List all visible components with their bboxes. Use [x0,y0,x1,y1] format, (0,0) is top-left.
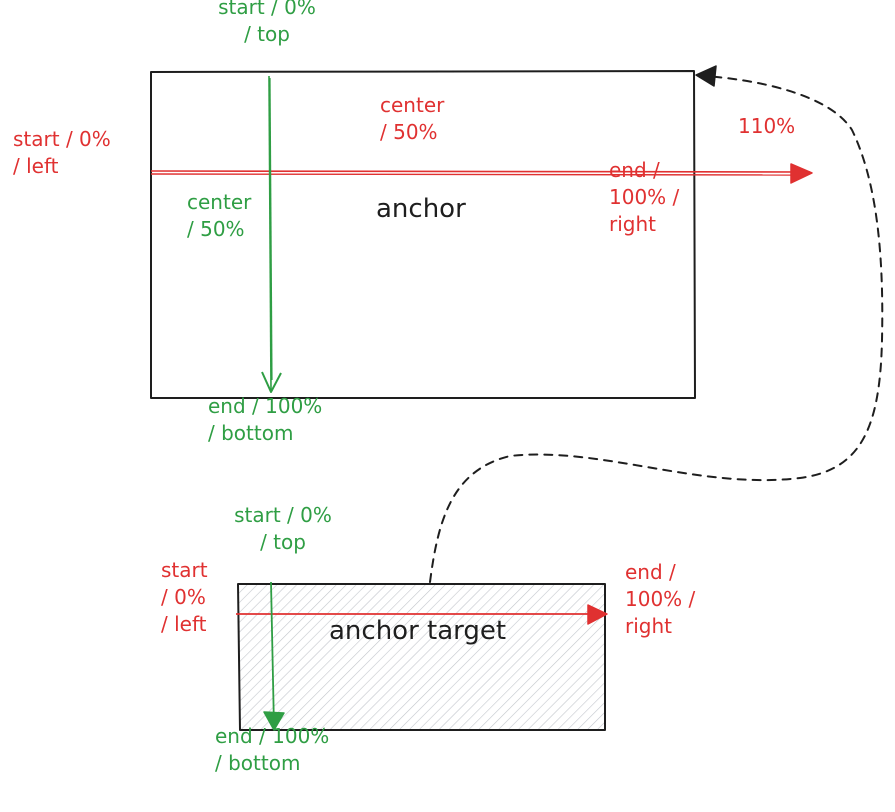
target-vertical-start-label: start / 0% / top [221,502,345,556]
anchor-box [150,70,696,399]
target-horizontal-start-line3: / left [161,612,207,636]
anchor-vertical-axis [261,75,282,393]
target-vertical-axis [263,581,285,731]
anchor-horizontal-center-line1: center [380,93,445,117]
anchor-horizontal-axis [150,163,813,184]
target-vertical-end-line1: end / 100% [215,724,330,748]
anchor-vertical-end-label: end / 100% / bottom [208,393,322,447]
anchor-target-title: anchor target [329,616,507,646]
anchor-horizontal-end-line3: right [609,212,656,236]
anchor-horizontal-center-label: center / 50% [380,92,444,146]
target-vertical-end-label: end / 100% / bottom [215,723,329,777]
target-horizontal-start-label: start / 0% / left [161,557,208,638]
target-horizontal-start-line1: start [161,558,208,582]
target-horizontal-end-line2: 100% / [625,587,696,611]
anchor-vertical-center-line1: center [187,190,252,214]
connector-arrowhead [695,65,717,87]
anchor-horizontal-end-label: end / 100% / right [609,157,679,238]
target-horizontal-axis [236,604,608,625]
target-vertical-end-line2: / bottom [215,751,301,775]
anchor-horizontal-end-line1: end / [609,158,660,182]
anchor-vertical-end-line1: end / 100% [208,394,323,418]
target-horizontal-end-line3: right [625,614,672,638]
anchor-horizontal-arrowhead [790,163,813,184]
anchor-horizontal-start-label: start / 0% / left [13,126,111,180]
anchor-vertical-start-label: start / 0% / top [205,0,329,48]
target-vertical-arrowhead [263,711,285,731]
target-vertical-start-line1: start / 0% [234,503,332,527]
anchor-horizontal-start-line1: start / 0% [13,127,111,151]
anchor-vertical-center-label: center / 50% [187,189,251,243]
anchor-target-box [237,583,606,731]
anchor-vertical-center-line2: / 50% [187,217,245,241]
target-horizontal-start-line2: / 0% [161,585,206,609]
target-horizontal-end-label: end / 100% / right [625,559,695,640]
anchor-vertical-start-line1: start / 0% [218,0,316,19]
anchor-horizontal-end-line2: 100% / [609,185,680,209]
anchor-vertical-arrowhead [261,371,282,393]
anchor-horizontal-overflow-label: 110% [738,114,796,138]
anchor-horizontal-center-line2: / 50% [380,120,438,144]
anchor-title: anchor [376,194,466,224]
anchor-horizontal-start-line2: / left [13,154,59,178]
dashed-connector [429,65,884,583]
target-vertical-start-line2: / top [260,530,306,554]
anchor-vertical-start-line2: / top [244,22,290,46]
anchor-vertical-end-line2: / bottom [208,421,294,445]
target-horizontal-end-line1: end / [625,560,676,584]
target-horizontal-arrowhead [587,604,608,625]
